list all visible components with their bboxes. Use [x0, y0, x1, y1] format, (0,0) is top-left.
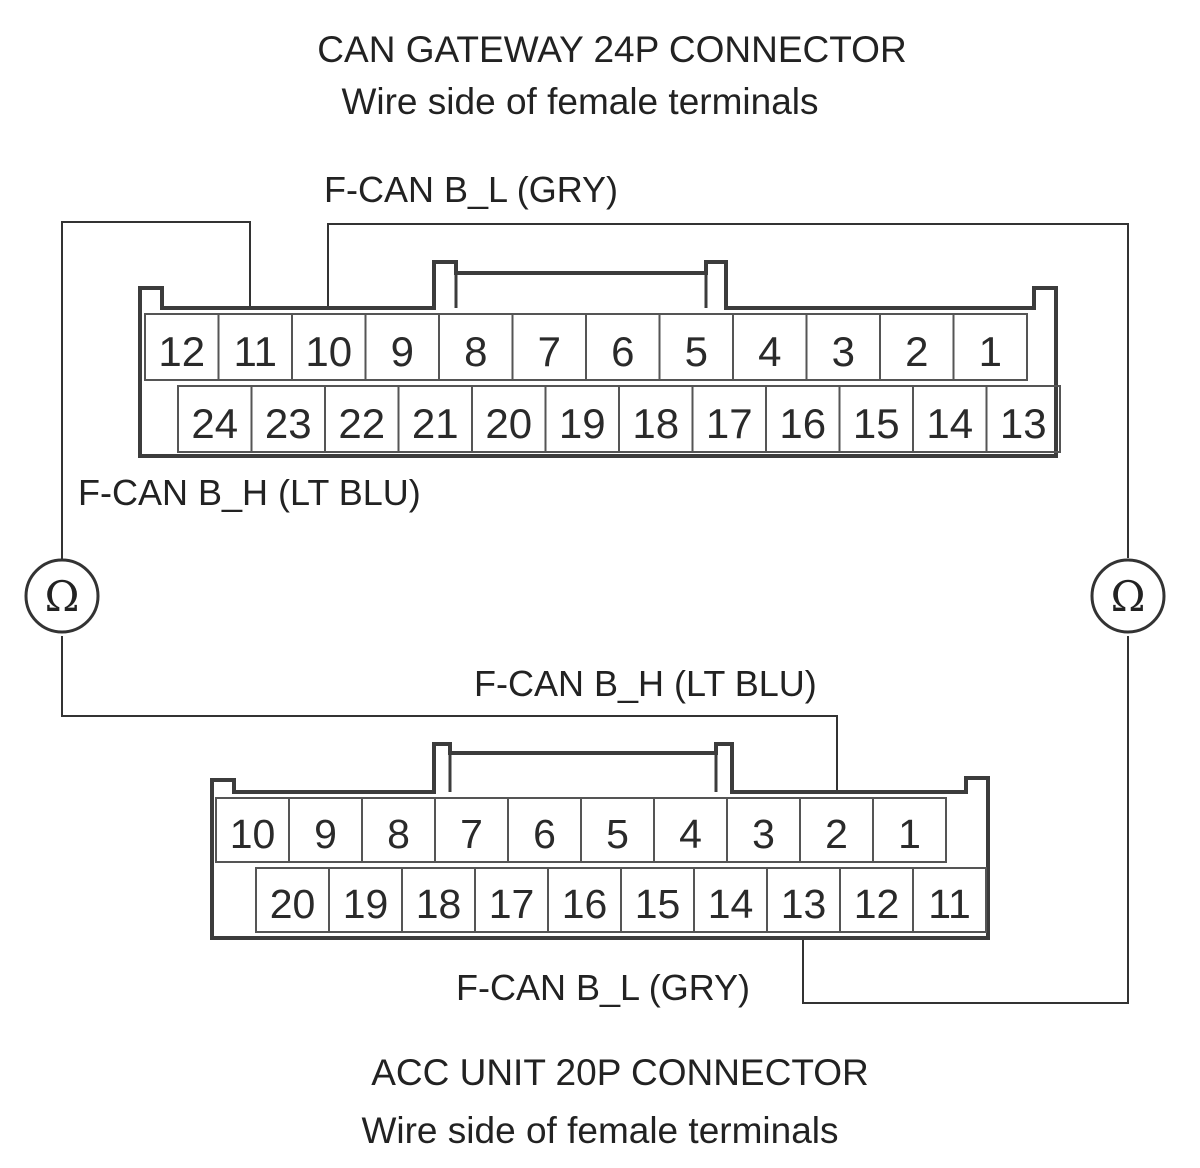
terminal-number: 12 — [158, 328, 205, 375]
terminal-number: 15 — [635, 881, 681, 927]
terminal-number: 14 — [926, 400, 973, 447]
terminal-number: 7 — [538, 328, 561, 375]
terminal-number: 18 — [632, 400, 679, 447]
gateway-high-wire-label: F-CAN B_H (LT BLU) — [78, 472, 421, 513]
gateway-connector-subtitle: Wire side of female terminals — [341, 81, 818, 122]
terminal-number: 3 — [832, 328, 855, 375]
terminal-number: 19 — [343, 881, 389, 927]
terminal-number: 17 — [489, 881, 535, 927]
terminal-number: 2 — [905, 328, 928, 375]
ohmmeter-icon — [1090, 558, 1166, 634]
terminal-number: 1 — [979, 328, 1002, 375]
terminal-cavity — [952, 313, 1028, 381]
terminal-number: 14 — [708, 881, 754, 927]
wire-acc-low — [802, 636, 1129, 1004]
gateway-low-wire-label: F-CAN B_L (GRY) — [324, 169, 618, 210]
acc-high-wire-label: F-CAN B_H (LT BLU) — [474, 663, 817, 704]
terminal-number: 13 — [1000, 400, 1047, 447]
terminal-number: 16 — [562, 881, 608, 927]
terminal-number: 10 — [305, 328, 352, 375]
ohmmeter-left: Ω — [24, 558, 100, 634]
terminal-number: 15 — [853, 400, 900, 447]
terminal-number: 5 — [606, 811, 629, 857]
terminal-number: 21 — [412, 400, 459, 447]
acc-connector-subtitle: Wire side of female terminals — [361, 1110, 838, 1151]
terminal-number: 17 — [706, 400, 753, 447]
terminal-number: 12 — [854, 881, 900, 927]
terminal-cavity — [985, 385, 1061, 453]
terminal-number: 13 — [781, 881, 827, 927]
terminal-number: 1 — [898, 811, 921, 857]
gateway-connector-title: CAN GATEWAY 24P CONNECTOR — [317, 29, 906, 70]
terminal-number: 9 — [391, 328, 414, 375]
terminal-number: 19 — [559, 400, 606, 447]
terminal-number: 11 — [233, 328, 277, 375]
ohm-symbol: Ω — [1111, 572, 1146, 621]
wire-gateway-low — [327, 223, 1129, 558]
terminal-number: 2 — [825, 811, 848, 857]
terminal-cavity — [872, 797, 947, 863]
ohmmeter-right: Ω — [1090, 558, 1166, 634]
terminal-number: 18 — [416, 881, 462, 927]
terminal-number: 8 — [387, 811, 410, 857]
wire-acc-high — [61, 636, 838, 791]
terminal-number: 6 — [611, 328, 634, 375]
terminal-number: 4 — [758, 328, 781, 375]
wire-gateway-high — [61, 221, 251, 560]
terminal-cavity — [912, 867, 987, 933]
acc-low-wire-label: F-CAN B_L (GRY) — [456, 967, 750, 1008]
ohmmeter-icon — [24, 558, 100, 634]
terminal-number: 22 — [338, 400, 385, 447]
terminal-number: 20 — [270, 881, 316, 927]
terminal-number: 3 — [752, 811, 775, 857]
terminal-number: 20 — [485, 400, 532, 447]
acc-connector-title: ACC UNIT 20P CONNECTOR — [371, 1052, 869, 1093]
terminal-number: 16 — [779, 400, 826, 447]
terminal-number: 23 — [265, 400, 312, 447]
terminal-number: 24 — [191, 400, 238, 447]
ohm-symbol: Ω — [45, 572, 80, 621]
terminal-number: 4 — [679, 811, 702, 857]
terminal-number: 5 — [685, 328, 708, 375]
terminal-number: 8 — [464, 328, 487, 375]
terminal-number: 10 — [230, 811, 276, 857]
terminal-number: 9 — [314, 811, 337, 857]
terminal-number: 6 — [533, 811, 556, 857]
terminal-number: 11 — [928, 881, 971, 927]
terminal-number: 7 — [460, 811, 483, 857]
